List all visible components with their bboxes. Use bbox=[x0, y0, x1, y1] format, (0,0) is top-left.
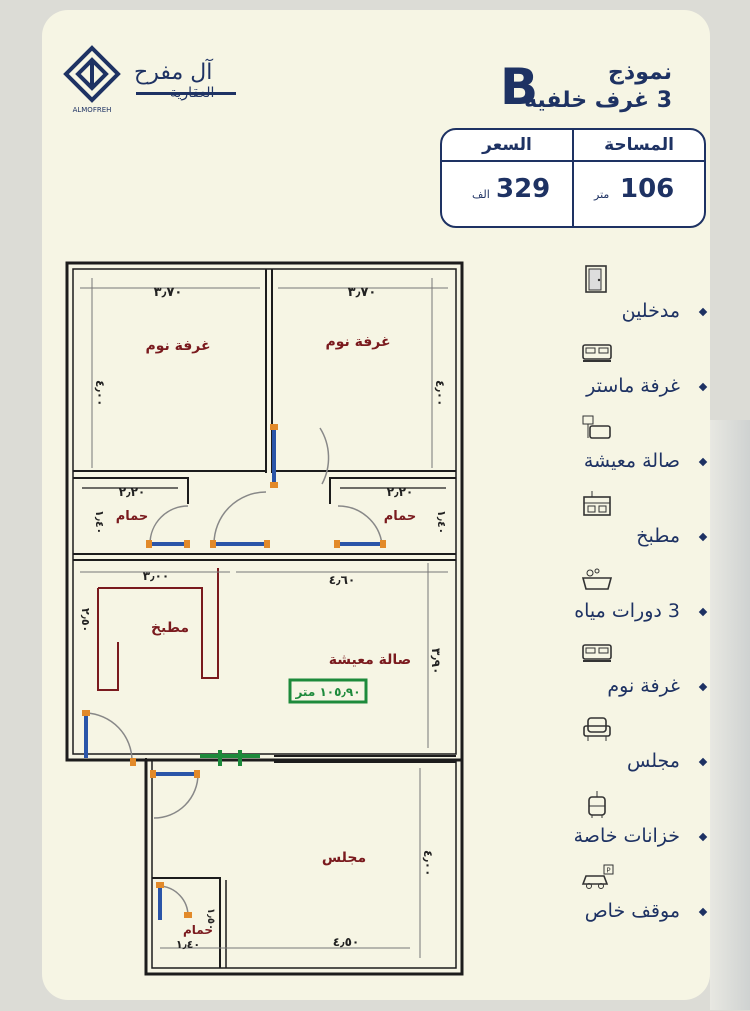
entrance-marker bbox=[200, 750, 260, 766]
feature-item: 3 دورات مياه bbox=[510, 600, 708, 622]
dim-bath2-height: ١٫٤٠ bbox=[435, 510, 448, 534]
dim-bed2-width: ٣٫٧٠ bbox=[348, 285, 377, 300]
feature-label: موقف خاص bbox=[584, 900, 680, 922]
bathtub-icon bbox=[580, 564, 614, 594]
model-word: نموذج bbox=[608, 60, 672, 85]
specs-divider bbox=[572, 130, 574, 226]
feature-label: صالة معيشة bbox=[583, 450, 680, 472]
dim-living-height: ٣٫٩٠ bbox=[429, 648, 443, 674]
model-letter: B bbox=[500, 58, 539, 116]
area-value: 106 bbox=[620, 174, 675, 204]
bed-icon bbox=[580, 339, 614, 369]
feature-item: غرفة ماستر bbox=[510, 375, 708, 397]
dim-majlis-width: ٤٫٥٠ bbox=[333, 935, 359, 949]
price-header: السعر bbox=[482, 135, 532, 155]
area-tag: ١٠٥٫٩٠ متر bbox=[294, 685, 360, 699]
area-header: المساحة bbox=[604, 135, 674, 155]
model-rooms: 3 غرف خلفية bbox=[524, 88, 672, 113]
room-bath3-label: حمام bbox=[183, 923, 213, 938]
feature-item: مطبخ bbox=[510, 525, 708, 547]
room-bed2-label: غرفة نوم bbox=[325, 334, 390, 350]
feature-item: غرفة نوم bbox=[510, 675, 708, 697]
dim-bath1-width: ٢٫٢٠ bbox=[119, 485, 145, 499]
dim-kitchen-width: ٣٫٠٠ bbox=[143, 569, 169, 583]
feature-label: مطبخ bbox=[636, 525, 680, 547]
bed-icon bbox=[580, 639, 614, 669]
kitchen-icon bbox=[580, 489, 614, 519]
dim-bath3-height: ١٫٥٠ bbox=[205, 908, 216, 930]
dim-bed1-width: ٣٫٧٠ bbox=[154, 285, 183, 300]
dim-bed1-height: ٤٫٠٠ bbox=[93, 380, 107, 406]
feature-label: غرفة ماستر bbox=[586, 375, 680, 397]
dim-bath1-height: ١٫٤٠ bbox=[93, 510, 106, 534]
dim-bed2-height: ٤٫٠٠ bbox=[433, 380, 447, 406]
dim-bath3-width: ١٫٤٠ bbox=[176, 938, 200, 951]
feature-item: خزانات خاصة bbox=[510, 825, 708, 847]
door-icon bbox=[580, 264, 614, 294]
room-majlis-label: مجلس bbox=[322, 850, 366, 866]
svg-text:P: P bbox=[606, 867, 610, 875]
background-edge bbox=[710, 420, 750, 1010]
feature-label: مدخلين bbox=[621, 300, 680, 322]
room-bed1-label: غرفة نوم bbox=[145, 338, 210, 354]
feature-item: صالة معيشة bbox=[510, 450, 708, 472]
water-tank-icon bbox=[580, 789, 614, 819]
outer-wall-lower bbox=[144, 760, 464, 976]
dim-kitchen-height: ٢٫٥٠ bbox=[79, 608, 92, 632]
room-bath1-label: حمام bbox=[116, 509, 149, 524]
dim-living-width: ٤٫٦٠ bbox=[329, 573, 355, 587]
parking-icon: P bbox=[580, 864, 614, 894]
dim-majlis-height: ٤٫٠٠ bbox=[421, 850, 435, 876]
room-kitchen-label: مطبخ bbox=[151, 620, 189, 636]
price-value: 329 bbox=[496, 174, 551, 204]
feature-label: غرفة نوم bbox=[607, 675, 680, 697]
area-unit: متر bbox=[594, 188, 610, 201]
feature-item: مجلس bbox=[510, 750, 708, 772]
floor-plan: ١٠٥٫٩٠ متر غرفة نوم غرفة نوم حمام حمام م… bbox=[65, 261, 464, 976]
brand-name: آل مفرح bbox=[134, 60, 213, 85]
room-living-label: صالة معيشة bbox=[329, 652, 411, 668]
brand-underline bbox=[136, 92, 236, 95]
logo-mark-icon: ALMOFREH bbox=[63, 45, 121, 114]
feature-label: 3 دورات مياه bbox=[574, 600, 680, 622]
armchair-icon bbox=[580, 714, 614, 744]
feature-item: مدخلين bbox=[510, 300, 708, 322]
brand-subtitle: العقارية bbox=[170, 85, 215, 101]
logo-mark-text: ALMOFREH bbox=[73, 106, 112, 114]
area-tag-box bbox=[288, 678, 368, 704]
specs-box: المساحة السعر 106 متر 329 الف bbox=[440, 128, 706, 228]
price-unit: الف bbox=[472, 188, 490, 201]
feature-label: خزانات خاصة bbox=[573, 825, 680, 847]
feature-label: مجلس bbox=[627, 750, 680, 772]
feature-item: موقف خاص bbox=[510, 900, 708, 922]
room-bath2-label: حمام bbox=[384, 509, 417, 524]
dim-bath2-width: ٢٫٢٠ bbox=[387, 485, 413, 499]
living-room-icon bbox=[580, 414, 614, 444]
